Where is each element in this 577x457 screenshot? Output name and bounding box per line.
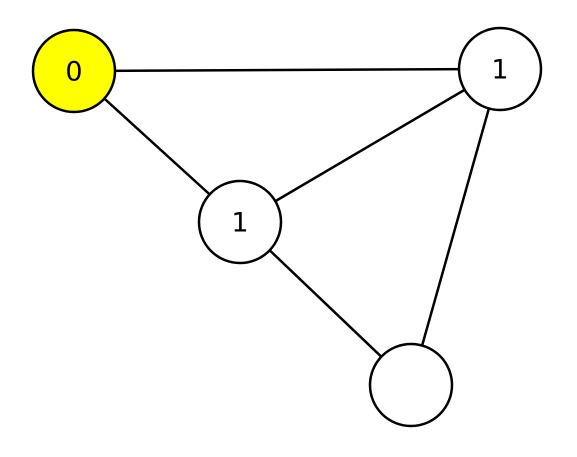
node-a: 0	[31, 28, 117, 114]
node-c: 1	[197, 179, 283, 265]
node-d	[368, 342, 454, 428]
node-circle	[31, 28, 117, 114]
node-label: 0	[65, 57, 82, 88]
node-label: 1	[231, 208, 248, 239]
node-circle	[197, 179, 283, 265]
node-circle	[368, 342, 454, 428]
edges-layer	[72, 67, 502, 387]
node-b: 1	[457, 26, 543, 112]
edge-b-d	[409, 67, 502, 387]
node-label: 1	[491, 55, 508, 86]
edge-b-c	[238, 67, 502, 224]
nodes-layer: 0 1 1	[31, 26, 543, 428]
edge-a-b	[72, 67, 502, 73]
node-circle	[457, 26, 543, 112]
